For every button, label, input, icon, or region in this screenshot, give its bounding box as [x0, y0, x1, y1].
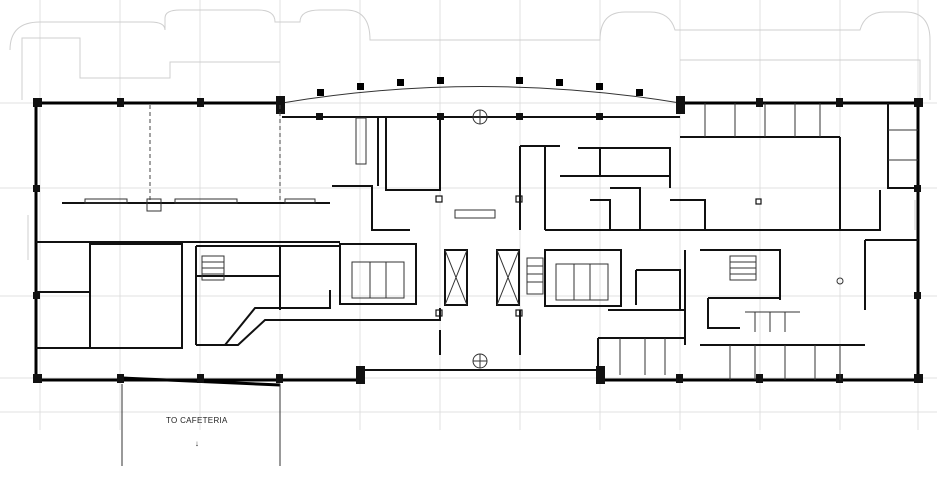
- west-wing: [36, 105, 441, 349]
- east-wing: [545, 103, 918, 380]
- entrance-canopy: [281, 77, 681, 104]
- site-outline: [9, 9, 931, 260]
- down-arrow-icon: ↓: [195, 439, 199, 448]
- to-cafeteria-label: TO CAFETERIA: [166, 416, 228, 425]
- structural-columns: [33, 96, 923, 384]
- central-core: [332, 109, 622, 369]
- reference-grid: [0, 0, 937, 430]
- cafeteria-corridor: [121, 384, 281, 466]
